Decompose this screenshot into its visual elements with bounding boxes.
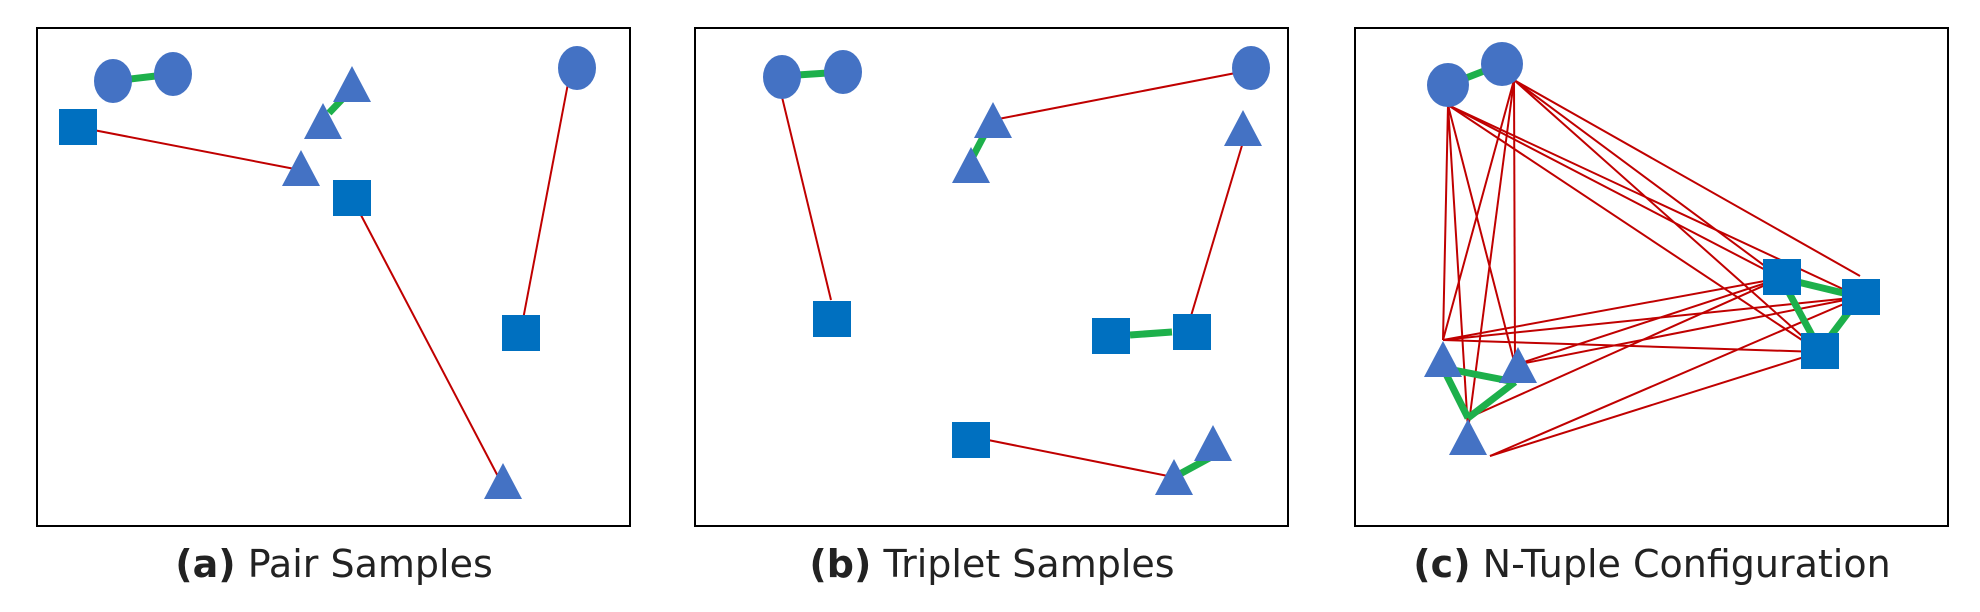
negative-link (1447, 104, 1782, 279)
triangle-node (1449, 419, 1487, 455)
triangle-node (1194, 425, 1232, 461)
triangle-node (1155, 459, 1193, 495)
triangle-node (1499, 347, 1537, 383)
caption-a-label: (a) (175, 542, 236, 586)
caption-c: (c) N-Tuple Configuration (1342, 545, 1962, 583)
square-node (1173, 314, 1211, 350)
negative-link (1489, 296, 1861, 457)
negative-link (1489, 351, 1821, 457)
square-node (813, 301, 851, 337)
negative-link (351, 197, 503, 485)
circle-node (558, 46, 596, 90)
negative-link (1513, 79, 1861, 277)
triangle-node (1424, 341, 1462, 377)
negative-link (77, 126, 301, 171)
circle-node (1481, 42, 1523, 86)
negative-link (1447, 104, 1821, 353)
triangle-node (333, 66, 371, 102)
negative-link (1514, 296, 1861, 366)
positive-link (1465, 379, 1518, 421)
negative-link (1514, 277, 1782, 366)
circle-node (1232, 46, 1270, 90)
negative-link (781, 96, 832, 301)
panel-a-diagram (59, 46, 596, 499)
triangle-node (1224, 110, 1262, 146)
square-node (1801, 333, 1839, 369)
panel-c-frame (1354, 27, 1949, 527)
negative-link (1513, 79, 1782, 279)
circle-node (763, 55, 801, 99)
triangle-node (484, 463, 522, 499)
negative-link (1442, 104, 1449, 341)
triangle-node (304, 103, 342, 139)
circle-node (824, 50, 862, 94)
square-node (59, 109, 97, 145)
square-node (502, 315, 540, 351)
panel-c-diagram (1424, 42, 1880, 457)
negative-link (1442, 339, 1821, 353)
caption-b-label: (b) (809, 542, 872, 586)
panel-a-frame (36, 27, 631, 527)
negative-link (1447, 104, 1516, 366)
square-node (1092, 318, 1130, 354)
negative-link (987, 439, 1169, 477)
panel-b-frame (694, 27, 1289, 527)
triangle-node (974, 102, 1012, 138)
square-node (333, 180, 371, 216)
negative-link (1442, 296, 1861, 341)
square-node (1763, 259, 1801, 295)
caption-b-title: Triplet Samples (883, 542, 1175, 586)
triangle-node (282, 150, 320, 186)
negative-link (1190, 141, 1244, 317)
caption-b: (b) Triplet Samples (682, 545, 1302, 583)
negative-link (1442, 277, 1782, 341)
negative-link (1442, 79, 1515, 341)
negative-link (1513, 79, 1821, 353)
caption-c-label: (c) (1413, 542, 1471, 586)
caption-a: (a) Pair Samples (24, 545, 644, 583)
square-node (1842, 279, 1880, 315)
circle-node (94, 59, 132, 103)
positive-link (1129, 328, 1173, 339)
caption-a-title: Pair Samples (247, 542, 493, 586)
negative-link (520, 72, 571, 331)
negative-link (992, 70, 1247, 121)
negative-link (1447, 104, 1469, 431)
circle-node (1427, 63, 1469, 107)
triangle-node (952, 147, 990, 183)
negative-links (1442, 79, 1861, 457)
panel-b-diagram (763, 46, 1270, 495)
negative-link (1513, 79, 1516, 366)
caption-c-title: N-Tuple Configuration (1482, 542, 1891, 586)
circle-node (154, 52, 192, 96)
negative-link (1467, 277, 1782, 419)
square-node (952, 422, 990, 458)
